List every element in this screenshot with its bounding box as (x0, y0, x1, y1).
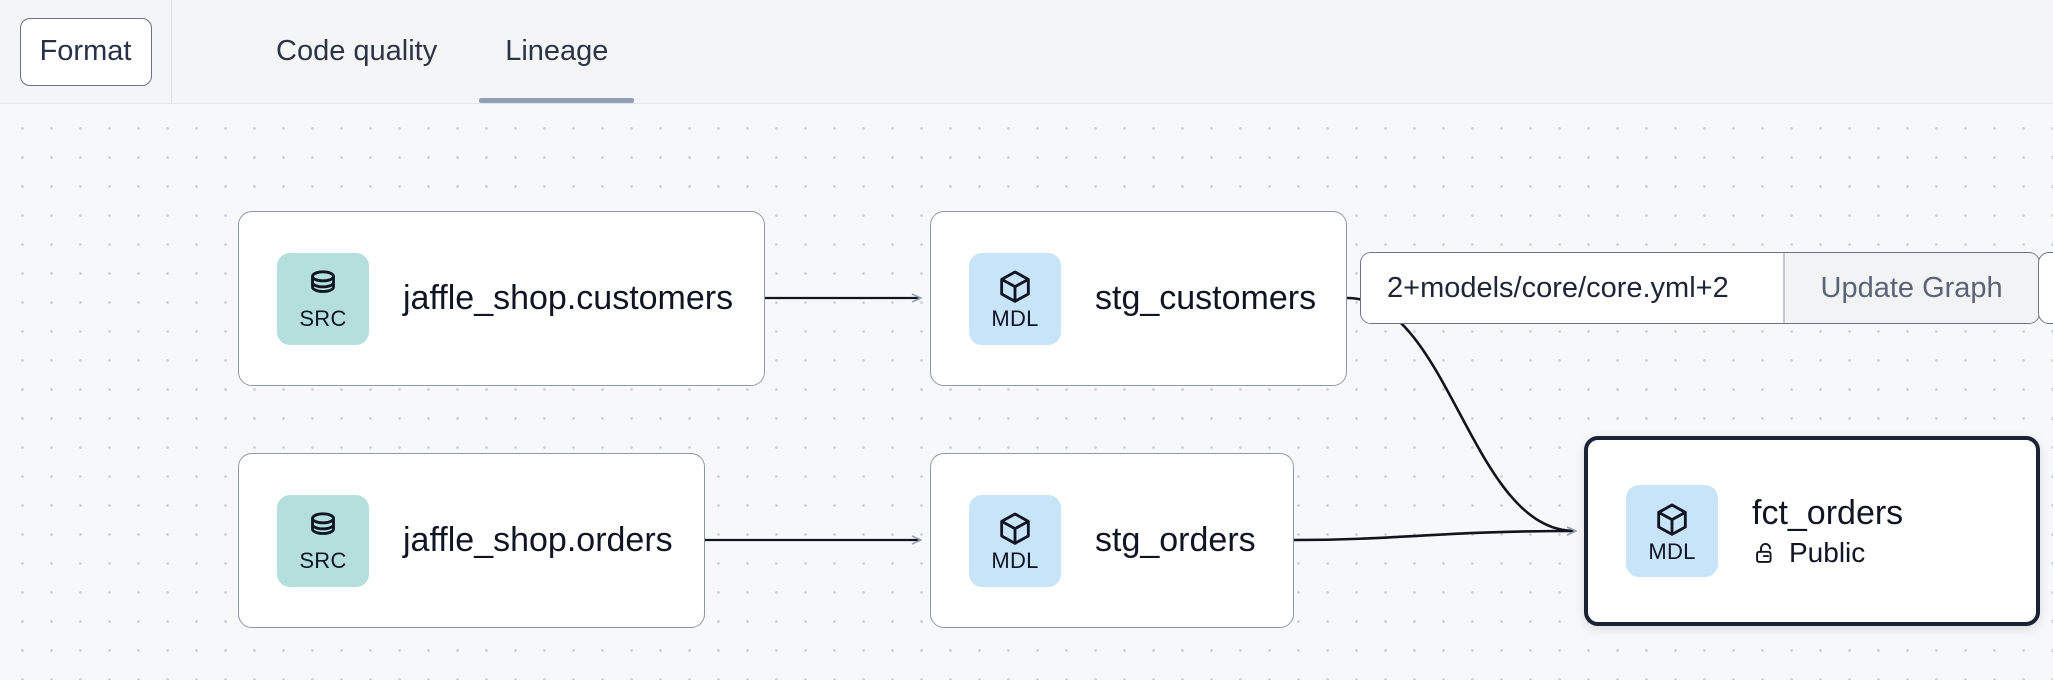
database-icon (311, 270, 335, 293)
node-body: stg_customers (1095, 278, 1316, 319)
graph-selector-control: Update Graph (1360, 252, 2040, 324)
unlock-icon (1756, 542, 1772, 563)
mdl-badge-label: MDL (991, 306, 1039, 331)
src-badge-label: SRC (299, 548, 347, 573)
lineage-node-fct-orders[interactable]: MDL fct_orders Public (1584, 436, 2040, 626)
lineage-node-stg-customers[interactable]: MDL stg_customers (930, 211, 1347, 386)
canvas-side-control[interactable] (2038, 252, 2053, 324)
src-badge: SRC (277, 252, 369, 345)
node-body: jaffle_shop.customers (403, 278, 733, 319)
edge-stg-customers-to-fct-orders (1346, 296, 1575, 531)
tab-lineage[interactable]: Lineage (471, 0, 642, 103)
src-badge-label: SRC (299, 306, 347, 331)
lineage-canvas[interactable]: SRC jaffle_shop.customers MDL stg_custom… (0, 104, 2053, 680)
selector-input[interactable] (1361, 253, 1783, 323)
node-title: jaffle_shop.customers (403, 279, 734, 318)
cube-icon (1000, 270, 1030, 303)
format-button[interactable]: Format (19, 17, 152, 86)
node-access-label: Public (1789, 537, 1866, 569)
editor-toolbar: Format Code quality Lineage (0, 0, 2053, 104)
format-button-container: Format (0, 0, 172, 103)
cube-icon (1000, 512, 1030, 545)
lineage-node-stg-orders[interactable]: MDL stg_orders (930, 453, 1294, 628)
src-badge: SRC (277, 494, 369, 587)
tab-code-quality[interactable]: Code quality (276, 35, 438, 67)
node-title: stg_customers (1095, 279, 1317, 318)
node-body: fct_orders Public (1752, 493, 1903, 570)
node-access-row: Public (1752, 537, 1903, 569)
mdl-badge-label: MDL (991, 548, 1039, 573)
node-title: stg_orders (1095, 521, 1256, 560)
edge-stg-orders-to-fct-orders (1293, 531, 1575, 542)
mdl-badge: MDL (969, 494, 1061, 587)
selector-divider (1783, 253, 1785, 323)
lineage-node-jaffle-shop-customers[interactable]: SRC jaffle_shop.customers (238, 211, 765, 386)
database-icon (311, 512, 335, 535)
mdl-badge-label: MDL (1648, 538, 1696, 564)
cube-icon (1657, 503, 1687, 536)
mdl-badge: MDL (969, 252, 1061, 345)
tab-bar: Code quality Lineage (172, 0, 642, 103)
node-title: fct_orders (1752, 493, 1904, 532)
node-body: jaffle_shop.orders (403, 520, 673, 561)
lineage-node-jaffle-shop-orders[interactable]: SRC jaffle_shop.orders (238, 453, 705, 628)
node-body: stg_orders (1095, 520, 1256, 561)
update-graph-button[interactable]: Update Graph (1784, 253, 2039, 323)
node-title: jaffle_shop.orders (403, 521, 673, 560)
mdl-badge: MDL (1626, 485, 1718, 577)
